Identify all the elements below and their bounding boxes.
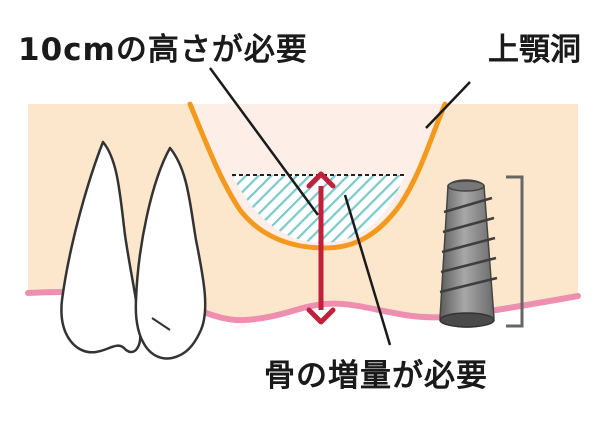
tooth-right: [134, 146, 207, 360]
pointer-height-needed: [208, 67, 320, 216]
sinus-outline: [187, 101, 448, 251]
pointer-bone-augmentation: [343, 194, 392, 346]
height-arrow-head-bottom: [306, 307, 336, 325]
label-height-needed: 10cmの高さが必要: [18, 32, 308, 68]
implant-length-bracket: [506, 175, 524, 328]
height-arrow-head-top: [306, 171, 336, 189]
label-bone-augmentation-needed: 骨の増量が必要: [264, 358, 488, 394]
pointer-maxillary-sinus: [425, 81, 471, 129]
tooth-right-detail: [151, 317, 171, 331]
dental-implant: [439, 179, 498, 328]
tooth-left: [60, 140, 142, 354]
label-maxillary-sinus: 上顎洞: [488, 32, 581, 68]
